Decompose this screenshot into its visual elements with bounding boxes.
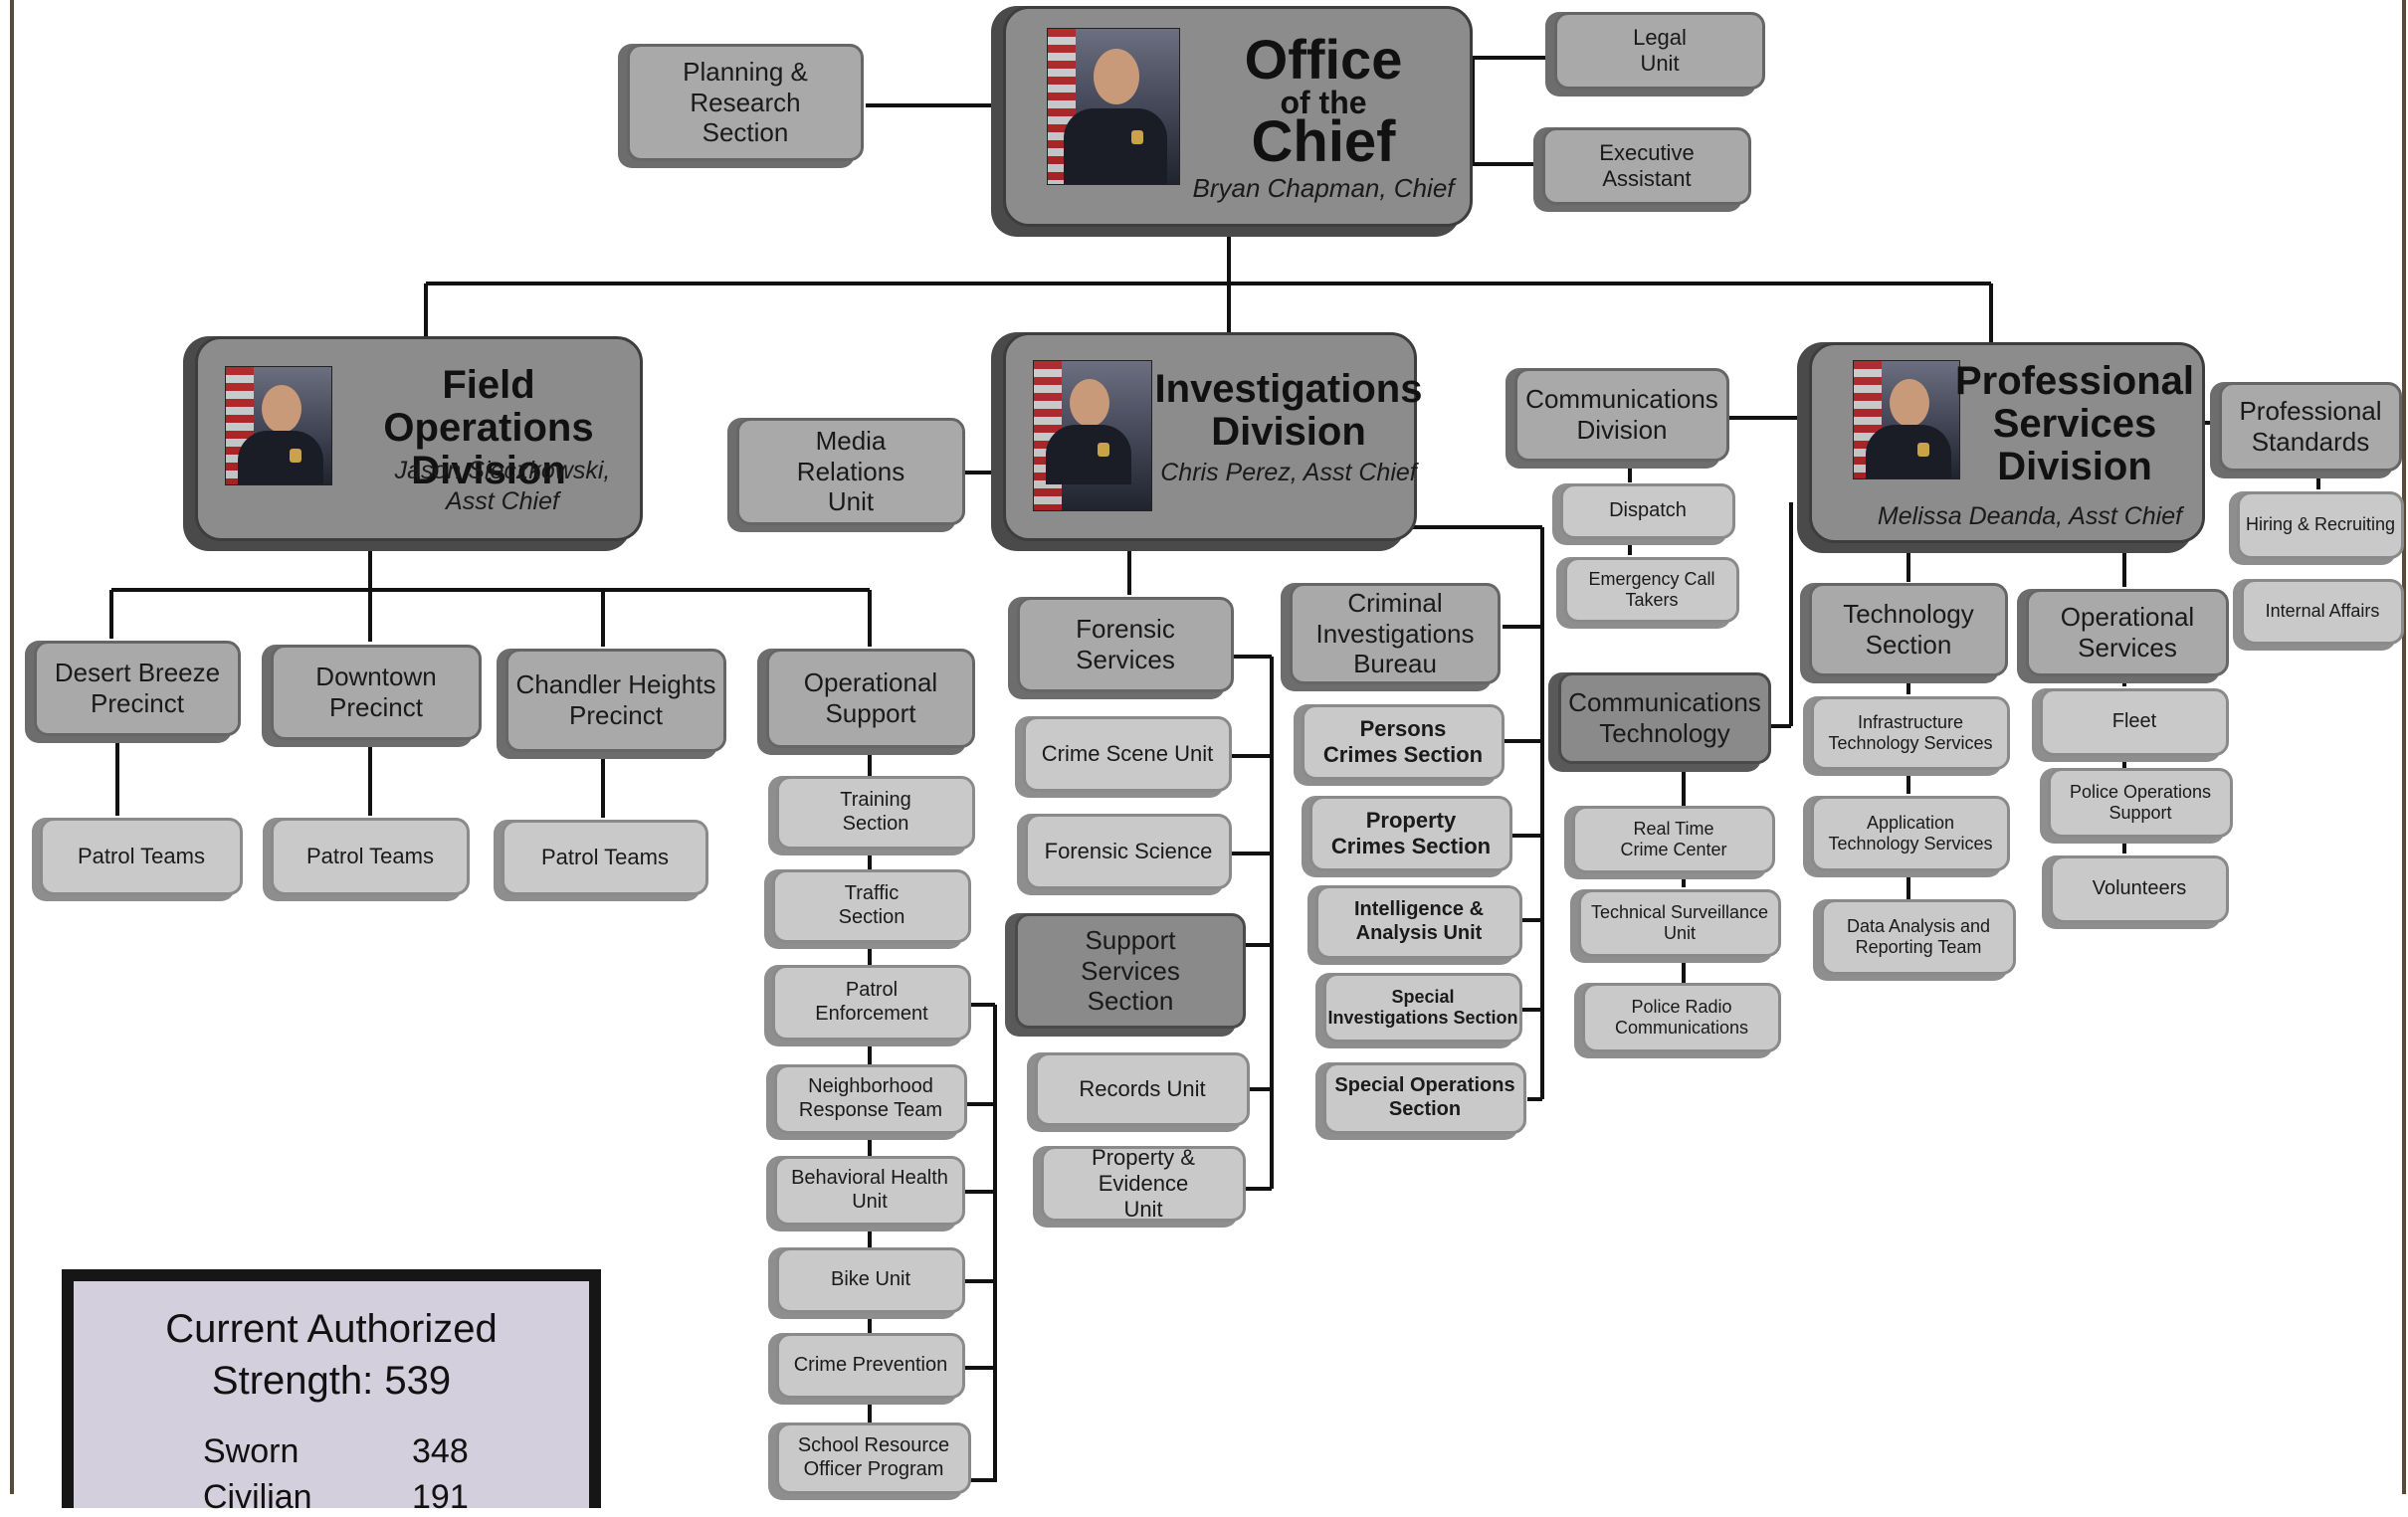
media-relations-unit: Media Relations Unit: [736, 418, 965, 525]
professional-standards: Professional Standards: [2219, 382, 2402, 472]
patrol-enforcement: Patrol Enforcement: [772, 965, 971, 1041]
data-analysis-reporting-team: Data Analysis and Reporting Team: [1821, 899, 2016, 975]
crime-scene-unit: Crime Scene Unit: [1023, 716, 1232, 792]
investigations-chief-name: Chris Perez, Asst Chief: [1160, 459, 1417, 486]
volunteers-unit: Volunteers: [2050, 855, 2229, 923]
chief-title-chief: Chief: [1251, 109, 1396, 174]
forensic-science: Forensic Science: [1025, 814, 1232, 889]
planning-research-section: Planning & Research Section: [627, 44, 864, 161]
fleet-unit: Fleet: [2040, 688, 2229, 756]
records-unit: Records Unit: [1035, 1052, 1250, 1126]
investigations-chief-photo: [1033, 360, 1152, 511]
application-technology-services: Application Technology Services: [1811, 796, 2010, 871]
chandler-heights-precinct: Chandler Heights Precinct: [505, 649, 726, 752]
chief-photo: [1047, 28, 1180, 185]
special-operations-section: Special Operations Section: [1323, 1062, 1526, 1134]
persons-crimes-section: Persons Crimes Section: [1302, 704, 1505, 780]
sworn-value: 348: [412, 1432, 469, 1470]
civilian-label: Civilian: [203, 1478, 312, 1516]
desert-breeze-precinct: Desert Breeze Precinct: [34, 641, 241, 736]
hiring-recruiting: Hiring & Recruiting: [2237, 491, 2404, 559]
chandler-heights-patrol-teams: Patrol Teams: [502, 820, 708, 895]
page-border-right: [2402, 0, 2406, 1494]
field-ops-chief-photo: [225, 366, 332, 485]
forensic-services: Forensic Services: [1017, 597, 1234, 692]
professional-services-chief-name: Melissa Deanda, Asst Chief: [1877, 502, 2183, 530]
bike-unit: Bike Unit: [776, 1247, 965, 1313]
dispatch-unit: Dispatch: [1560, 483, 1735, 539]
property-evidence-unit: Property & Evidence Unit: [1041, 1145, 1246, 1222]
field-operations-title: Field Operations Division: [383, 363, 594, 493]
comm-tech-unit-2: Technical Surveillance Unit: [1578, 889, 1781, 957]
downtown-precinct: Downtown Precinct: [271, 645, 482, 740]
desert-breeze-patrol-teams: Patrol Teams: [40, 818, 243, 895]
legal-unit: Legal Unit: [1554, 12, 1765, 90]
investigations-title: Investigations Division: [1154, 367, 1423, 455]
professional-services-chief-photo: [1853, 360, 1960, 479]
property-crimes-section: Property Crimes Section: [1309, 796, 1512, 871]
criminal-investigations-bureau: Criminal Investigations Bureau: [1290, 583, 1501, 684]
support-services-section: Support Services Section: [1015, 913, 1246, 1029]
sworn-label: Sworn: [203, 1432, 300, 1470]
comm-tech-unit-3: Police Radio Communications: [1582, 983, 1781, 1052]
civilian-value: 191: [412, 1478, 469, 1516]
technology-section: Technology Section: [1809, 583, 2008, 676]
crime-prevention: Crime Prevention: [776, 1333, 965, 1399]
school-resource-officer-program: School Resource Officer Program: [776, 1422, 971, 1494]
intelligence-analysis-unit: Intelligence & Analysis Unit: [1315, 885, 1522, 959]
training-section: Training Section: [776, 776, 975, 850]
police-operations-support: Police Operations Support: [2048, 768, 2233, 838]
chief-title-office: Office: [1244, 28, 1403, 91]
comm-tech-unit-1: Real Time Crime Center: [1572, 806, 1775, 873]
special-investigations-section: Special Investigations Section: [1323, 973, 1522, 1043]
traffic-section: Traffic Section: [772, 869, 971, 943]
communications-technology: Communications Technology: [1558, 672, 1771, 764]
authorized-strength-title: Current Authorized Strength: 539: [165, 1307, 498, 1403]
page-border-left: [10, 0, 14, 1494]
chief-title-of-the: of the: [1280, 85, 1367, 120]
executive-assistant: Executive Assistant: [1542, 127, 1751, 205]
operational-support: Operational Support: [766, 649, 975, 748]
communications-division: Communications Division: [1514, 368, 1729, 462]
downtown-patrol-teams: Patrol Teams: [271, 818, 470, 895]
authorized-strength-panel: Current Authorized Strength: 539 Sworn 3…: [62, 1269, 601, 1516]
field-operations-chief-name: Jason Sieczkowski, Asst Chief: [394, 457, 611, 516]
internal-affairs: Internal Affairs: [2241, 579, 2404, 645]
behavioral-health-unit: Behavioral Health Unit: [774, 1156, 965, 1226]
operational-services: Operational Services: [2026, 589, 2229, 676]
chief-name: Bryan Chapman, Chief: [1192, 173, 1455, 203]
emergency-call-takers-unit: Emergency Call Takers: [1564, 557, 1739, 623]
professional-services-title: Professional Services Division: [1954, 359, 2195, 489]
infrastructure-technology-services: Infrastructure Technology Services: [1811, 696, 2010, 770]
neighborhood-response-team: Neighborhood Response Team: [774, 1064, 967, 1134]
